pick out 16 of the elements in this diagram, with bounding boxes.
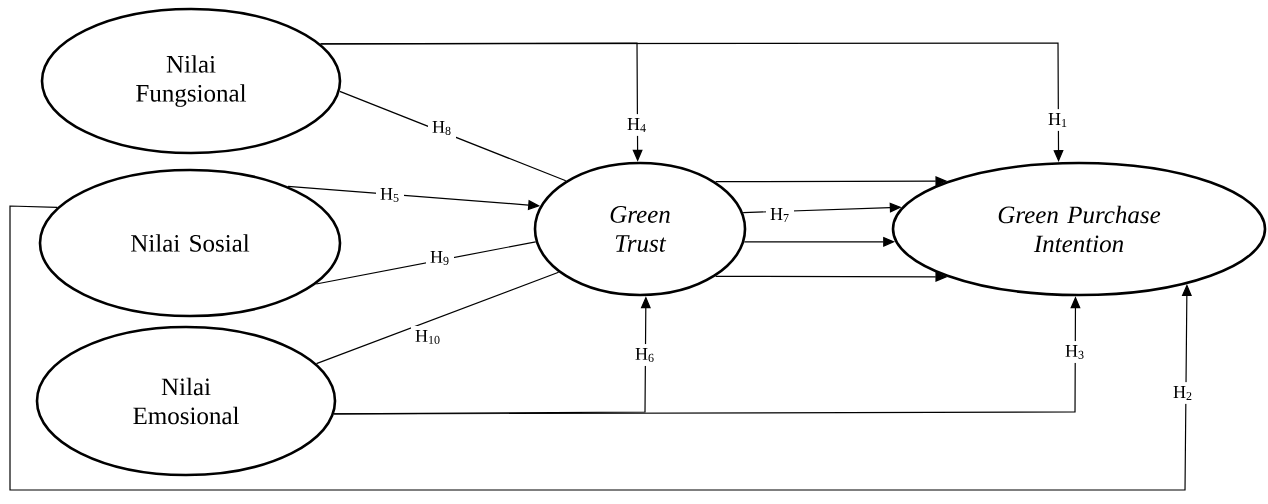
- edge-label: H$_{2}$: [1169, 382, 1197, 404]
- edge-label: H$_{8}$: [428, 117, 456, 139]
- ellipse-node: Nilai Sosial: [38, 168, 342, 318]
- edge-label: H$_{4}$: [623, 114, 651, 136]
- edge-label: H$_{9}$: [426, 247, 454, 269]
- edge-label: H$_{3}$: [1061, 341, 1089, 363]
- edge-label: H$_{10}$: [411, 326, 445, 348]
- ellipse-node: Green Trust: [533, 161, 747, 297]
- edge-label: H$_{1}$: [1044, 109, 1072, 131]
- edge-label: H$_{5}$: [376, 184, 404, 206]
- ellipse-node: Green Purchase Intention: [891, 161, 1267, 297]
- edge-label: H$_{7}$: [766, 204, 794, 226]
- arrow: [9, 205, 1192, 491]
- ellipse-node: Nilai Emosional: [35, 325, 337, 477]
- ellipse-node: Nilai Fungsional: [40, 7, 342, 155]
- edge-label: H$_{6}$: [631, 344, 659, 366]
